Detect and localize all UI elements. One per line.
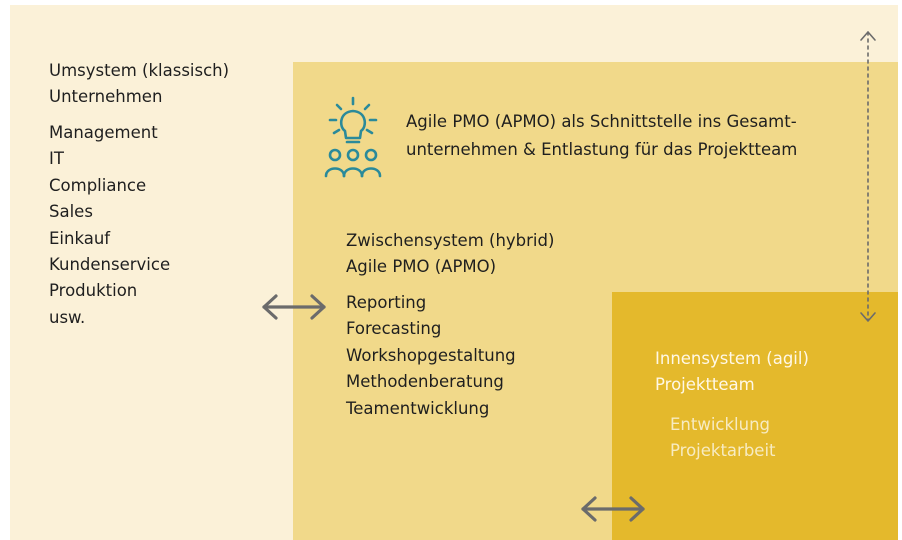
list-item: Kundenservice xyxy=(49,255,171,275)
list-item: Produktion xyxy=(49,281,138,301)
middle-system-title: Zwischensystem (hybrid) Agile PMO (APMO) xyxy=(346,228,554,280)
apmo-note-line2: unternehmen & Entlastung für das Projekt… xyxy=(406,140,798,159)
list-item: Entwicklung xyxy=(670,415,771,434)
list-item: Compliance xyxy=(49,175,147,195)
inner-system-box xyxy=(612,292,898,540)
apmo-note-line1: Agile PMO (APMO) als Schnittstelle ins G… xyxy=(406,112,797,131)
lightbulb-team-icon xyxy=(324,96,382,178)
list-item: Methodenberatung xyxy=(346,372,504,392)
inner-system-title-line1: Innensystem (agil) xyxy=(655,349,809,368)
list-item: Projektarbeit xyxy=(670,441,776,461)
list-item: Reporting xyxy=(346,293,427,312)
outer-system-title: Umsystem (klassisch) Unternehmen xyxy=(49,58,229,110)
dashed-vertical-double-arrow-icon xyxy=(860,31,876,322)
middle-system-title-line1: Zwischensystem (hybrid) xyxy=(346,231,555,250)
list-item: Teamentwicklung xyxy=(346,398,490,418)
double-arrow-icon xyxy=(262,294,326,320)
outer-system-list: Management IT Compliance Sales Einkauf K… xyxy=(49,120,170,331)
list-item: Workshopgestaltung xyxy=(346,345,516,365)
double-arrow-icon xyxy=(581,496,645,522)
middle-system-title-line2: Agile PMO (APMO) xyxy=(346,257,497,276)
outer-system-title-line2: Unternehmen xyxy=(49,87,163,106)
middle-system-list: Reporting Forecasting Workshopgestaltung… xyxy=(346,290,516,422)
apmo-note: Agile PMO (APMO) als Schnittstelle ins G… xyxy=(406,108,846,164)
inner-system-title: Innensystem (agil) Projektteam xyxy=(655,346,809,398)
list-item: Sales xyxy=(49,202,93,222)
list-item: IT xyxy=(49,149,64,169)
list-item: usw. xyxy=(49,307,86,327)
outer-system-title-line1: Umsystem (klassisch) xyxy=(49,61,230,80)
list-item: Forecasting xyxy=(346,319,442,339)
inner-system-title-line2: Projektteam xyxy=(655,375,755,394)
list-item: Einkauf xyxy=(49,228,111,248)
list-item: Management xyxy=(49,123,158,142)
inner-system-list: Entwicklung Projektarbeit xyxy=(670,412,776,465)
